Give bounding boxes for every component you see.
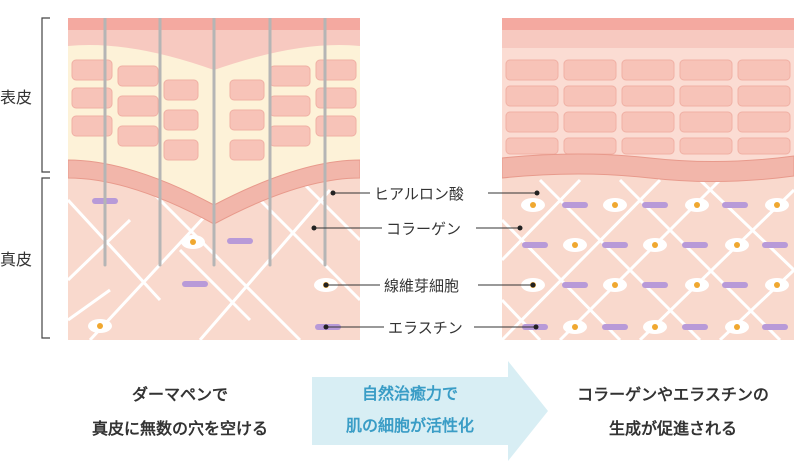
right-epidermis-cells — [505, 59, 791, 155]
dermis-label: 真皮 — [0, 250, 33, 269]
right-fibroblasts — [521, 198, 789, 334]
label-elastin: エラスチン — [388, 319, 463, 337]
caption-right: コラーゲンやエラスチンの 生成が促進される — [548, 378, 798, 446]
epidermis-label: 表皮 — [0, 88, 33, 107]
label-hyaluronic-acid: ヒアルロン酸 — [374, 185, 464, 203]
caption-left: ダーマペンで 真皮に無数の穴を空ける — [60, 378, 300, 446]
dermapen-needles — [103, 18, 327, 267]
label-collagen: コラーゲン — [386, 220, 462, 238]
caption-arrow: 自然治癒力で 肌の細胞が活性化 — [320, 378, 500, 442]
callout-lines — [314, 192, 537, 328]
caption-left-line1: ダーマペンで — [131, 385, 228, 404]
epidermis-bracket — [41, 17, 50, 173]
caption-right-line2: 生成が促進される — [608, 419, 737, 438]
callout-dots — [311, 190, 540, 330]
right-top-stripe — [502, 18, 794, 30]
label-fibroblast: 線維芽細胞 — [384, 277, 460, 295]
right-basal-layer — [502, 153, 794, 183]
dermis-bracket — [41, 177, 50, 339]
process-arrow — [312, 361, 548, 461]
caption-arrow-line1: 自然治癒力で — [361, 384, 458, 403]
caption-right-line1: コラーゲンやエラスチンの — [577, 385, 769, 404]
left-basal-layer — [68, 159, 360, 225]
left-collagen-fibers — [68, 178, 360, 340]
caption-left-line2: 真皮に無数の穴を空ける — [91, 419, 268, 438]
left-epidermis-cells — [71, 59, 357, 161]
caption-arrow-line2: 肌の細胞が活性化 — [345, 416, 474, 435]
right-collagen-fibers — [502, 178, 794, 340]
